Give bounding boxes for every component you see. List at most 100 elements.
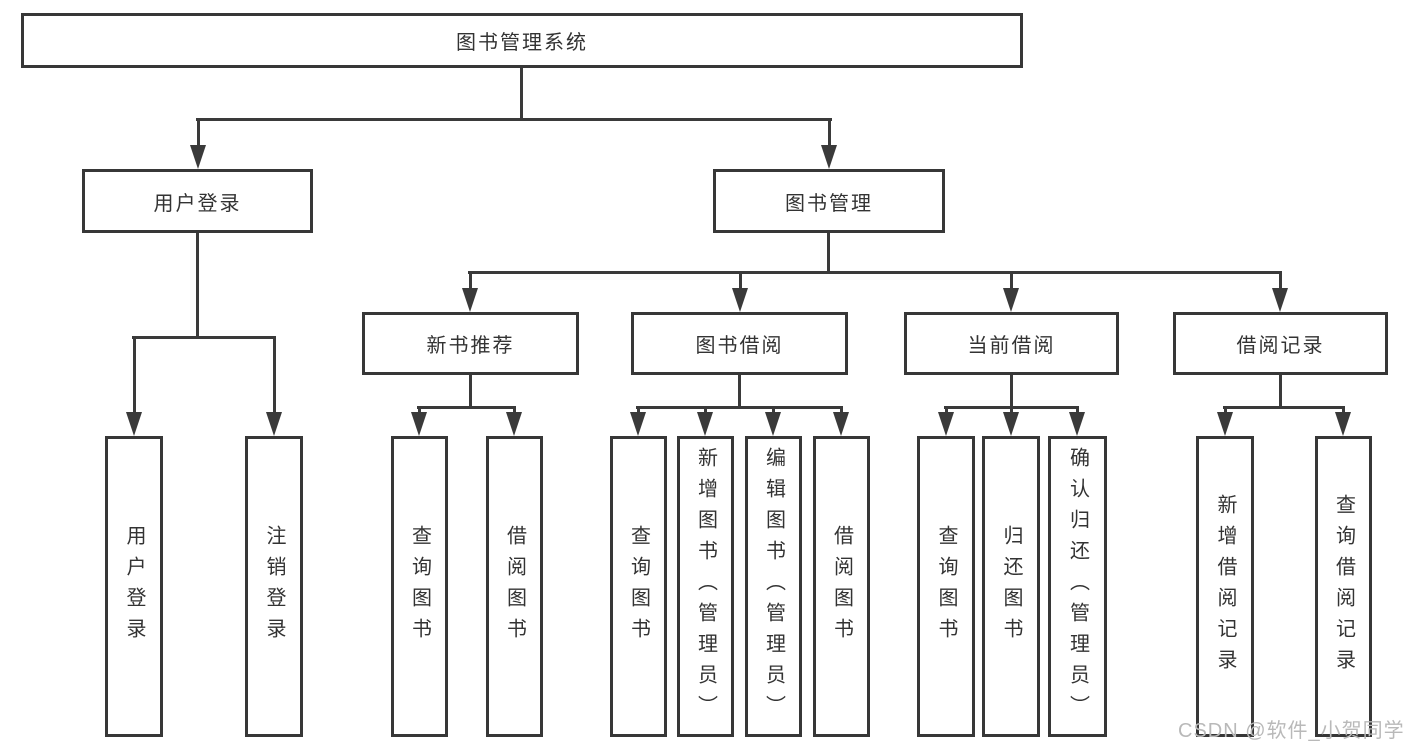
arrow-head xyxy=(1272,288,1288,312)
connector-arrow-down-icon xyxy=(938,406,954,436)
node-leaf-borrow-books: 借阅图书 xyxy=(813,436,870,737)
connector-arrow-down-icon xyxy=(732,271,748,312)
node-label: 注销登录 xyxy=(263,524,285,649)
node-leaf-query-borrow-record: 查询借阅记录 xyxy=(1315,436,1372,737)
connector-line xyxy=(1010,375,1013,408)
node-label: 用户登录 xyxy=(153,192,242,215)
watermark: CSDN @软件_小贺同学 xyxy=(1178,720,1405,742)
arrow-stem xyxy=(827,118,831,154)
node-book-borrow: 图书借阅 xyxy=(631,312,848,375)
arrow-head xyxy=(1217,412,1233,436)
node-leaf-edit-books-admin: 编辑图书（管理员） xyxy=(745,436,802,737)
node-leaf-logout: 注销登录 xyxy=(245,436,303,737)
node-label: 新增借阅记录 xyxy=(1214,493,1236,680)
node-label: 编辑图书（管理员） xyxy=(762,447,785,726)
connector-arrow-down-icon xyxy=(1272,271,1288,312)
arrow-head xyxy=(1003,288,1019,312)
connector-line xyxy=(196,118,832,121)
arrow-head xyxy=(833,412,849,436)
arrow-stem xyxy=(468,271,472,297)
arrow-head xyxy=(630,412,646,436)
node-label: 查询图书 xyxy=(627,524,650,649)
node-label: 当前借阅 xyxy=(967,335,1056,357)
arrow-head xyxy=(732,288,748,312)
node-book-management: 图书管理 xyxy=(713,169,945,233)
connector-line xyxy=(827,233,830,274)
node-label: 借阅记录 xyxy=(1236,335,1325,357)
node-borrow-records: 借阅记录 xyxy=(1173,312,1388,375)
node-leaf-query-books: 查询图书 xyxy=(610,436,667,737)
connector-line xyxy=(1223,406,1345,409)
connector-line xyxy=(520,68,523,121)
node-leaf-query-books-recommend: 查询图书 xyxy=(391,436,448,737)
connector-arrow-down-icon xyxy=(697,406,713,436)
connector-line xyxy=(1279,375,1282,408)
arrow-head xyxy=(1069,412,1085,436)
node-user-login: 用户登录 xyxy=(82,169,313,233)
connector-arrow-down-icon xyxy=(506,406,522,436)
arrow-stem xyxy=(1278,271,1282,297)
arrow-head xyxy=(1335,412,1351,436)
node-label: 查询借阅记录 xyxy=(1332,493,1355,680)
arrow-head xyxy=(765,412,781,436)
node-root: 图书管理系统 xyxy=(21,13,1023,68)
arrow-stem xyxy=(196,118,200,154)
node-label: 借阅图书 xyxy=(830,524,853,649)
connector-arrow-down-icon xyxy=(765,406,781,436)
arrow-head xyxy=(506,412,522,436)
arrow-head xyxy=(266,412,282,436)
arrow-head xyxy=(126,412,142,436)
node-label: 查询图书 xyxy=(935,524,957,649)
connector-line xyxy=(417,406,516,409)
arrow-head xyxy=(697,412,713,436)
node-leaf-confirm-return-admin: 确认归还（管理员） xyxy=(1048,436,1107,737)
connector-line xyxy=(196,233,199,338)
node-label: 新增图书（管理员） xyxy=(694,447,717,726)
arrow-stem xyxy=(738,271,742,297)
connector-arrow-down-icon xyxy=(462,271,478,312)
connector-arrow-down-icon xyxy=(833,406,849,436)
arrow-head xyxy=(821,145,837,169)
connector-arrow-down-icon xyxy=(630,406,646,436)
node-label: 新书推荐 xyxy=(426,335,515,357)
connector-arrow-down-icon xyxy=(126,336,142,436)
node-label: 用户登录 xyxy=(123,524,145,649)
node-label: 确认归还（管理员） xyxy=(1066,447,1089,726)
arrow-head xyxy=(190,145,206,169)
connector-line xyxy=(469,375,472,408)
node-label: 图书管理 xyxy=(785,192,873,215)
connector-arrow-down-icon xyxy=(1003,271,1019,312)
node-leaf-add-books-admin: 新增图书（管理员） xyxy=(677,436,734,737)
node-label: 借阅图书 xyxy=(503,524,526,649)
node-leaf-query-books-current: 查询图书 xyxy=(917,436,975,737)
node-label: 图书借阅 xyxy=(695,335,784,357)
node-label: 查询图书 xyxy=(408,524,431,649)
connector-arrow-down-icon xyxy=(821,118,837,169)
arrow-stem xyxy=(1009,271,1013,297)
node-leaf-add-borrow-record: 新增借阅记录 xyxy=(1196,436,1254,737)
connector-arrow-down-icon xyxy=(190,118,206,169)
node-new-book-recommend: 新书推荐 xyxy=(362,312,579,375)
connector-arrow-down-icon xyxy=(1217,406,1233,436)
node-leaf-user-login: 用户登录 xyxy=(105,436,163,737)
connector-line xyxy=(636,406,843,409)
node-leaf-borrow-books-recommend: 借阅图书 xyxy=(486,436,543,737)
connector-line xyxy=(132,336,276,339)
node-label: 归还图书 xyxy=(1000,524,1022,649)
connector-arrow-down-icon xyxy=(1003,406,1019,436)
node-root-label: 图书管理系统 xyxy=(456,32,588,54)
arrow-head xyxy=(462,288,478,312)
arrow-head xyxy=(1003,412,1019,436)
connector-line xyxy=(468,271,1282,274)
arrow-head xyxy=(938,412,954,436)
connector-arrow-down-icon xyxy=(1069,406,1085,436)
connector-line xyxy=(738,375,741,408)
arrow-stem xyxy=(132,336,136,421)
connector-arrow-down-icon xyxy=(1335,406,1351,436)
node-current-borrow: 当前借阅 xyxy=(904,312,1119,375)
connector-arrow-down-icon xyxy=(266,336,282,436)
node-leaf-return-books: 归还图书 xyxy=(982,436,1040,737)
connector-arrow-down-icon xyxy=(411,406,427,436)
arrow-stem xyxy=(272,336,276,421)
